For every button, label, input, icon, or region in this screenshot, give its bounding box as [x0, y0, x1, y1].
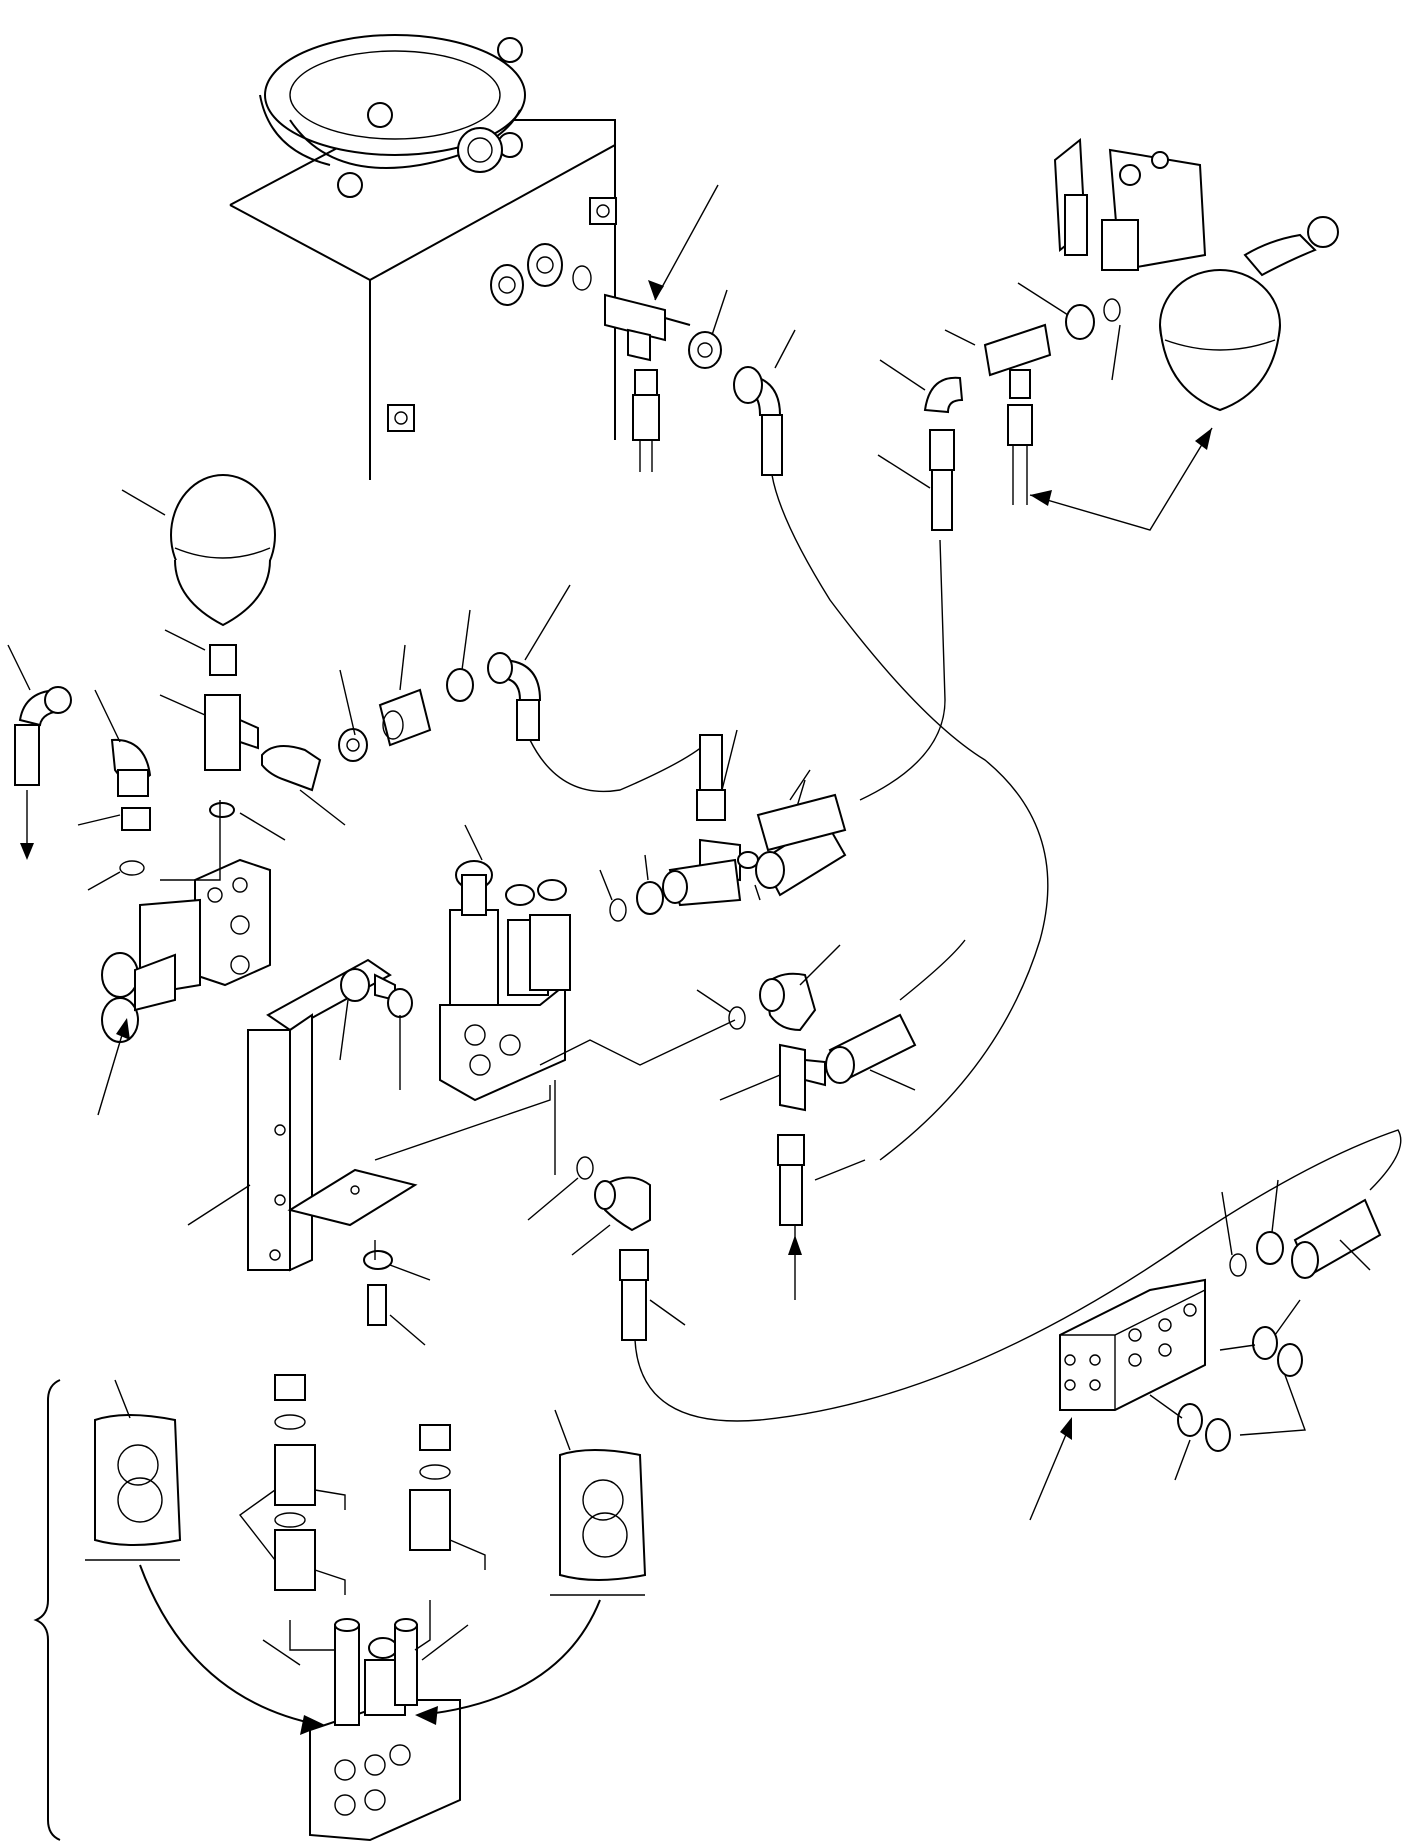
seal-kit-bag-right: [550, 1409, 647, 1596]
hose-lines: [529, 474, 1402, 1422]
left-valve-block: [97, 800, 271, 1116]
top-right-accumulator: [877, 138, 1339, 531]
center-solenoid-valve: [374, 824, 736, 1175]
center-fittings: [527, 729, 917, 1341]
hydraulic-tank: [229, 34, 617, 480]
left-accumulator: [7, 474, 571, 891]
right-manifold-block: [1029, 1179, 1382, 1521]
tank-tee-fitting: [490, 184, 796, 476]
seal-kit-bag-left: [85, 1379, 182, 1561]
mounting-bracket: [187, 958, 431, 1346]
seal-kit-assembly: [33, 1374, 647, 1842]
